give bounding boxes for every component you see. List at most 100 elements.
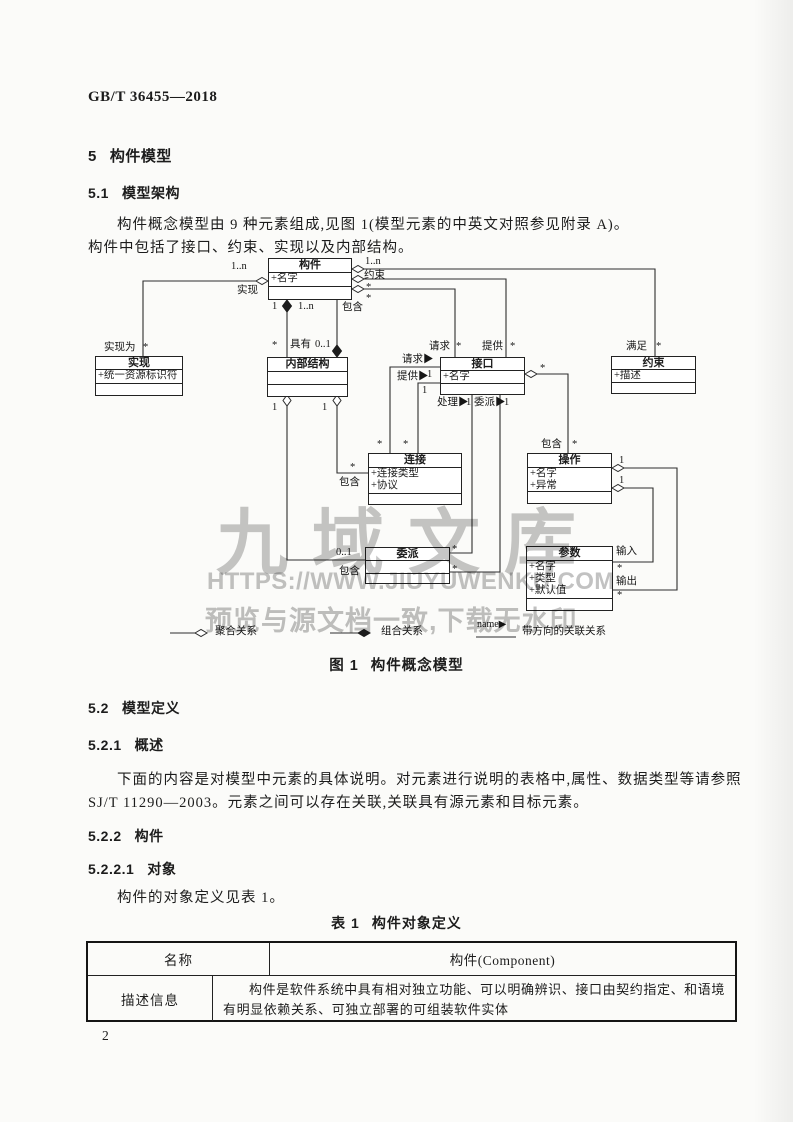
figure-label-intconn-one: 1 bbox=[322, 402, 328, 413]
rel-op-input-line bbox=[613, 487, 654, 563]
table-value-cell: 构件(Component) bbox=[449, 953, 556, 968]
figure-label-provide-top-name: 提供 bbox=[482, 341, 503, 352]
figure-label-opcontain-name: 包含 bbox=[541, 439, 562, 450]
figure-label-request-src-star: * bbox=[366, 293, 372, 304]
composition-diamond-icon bbox=[331, 344, 343, 358]
rel-int-contain-del-line bbox=[286, 406, 365, 561]
figure-label-param-out-name: 输出 bbox=[616, 576, 637, 587]
doc-code: GB/T 36455—2018 bbox=[88, 89, 218, 105]
paragraph-line: SJ/T 11290—2003。元素之间可以存在关联,关联具有源元素和目标元素。 bbox=[88, 795, 589, 811]
class-box-realization: 实现 +统一资源标识符 bbox=[95, 356, 183, 396]
class-title: 约束 bbox=[612, 357, 695, 370]
table-row: 描述信息 构件是软件系统中具有相对独立功能、可以明确辨识、接口由契约指定、和语境… bbox=[88, 976, 735, 1021]
class-empty-compartment bbox=[269, 287, 351, 299]
class-box-interface: 接口 +名字 bbox=[440, 357, 525, 395]
table-desc-line: 有明显依赖关系、可独立部署的可组装软件实体 bbox=[222, 1002, 509, 1017]
aggregation-diamond-icon bbox=[255, 276, 269, 286]
class-attr: +描述 bbox=[614, 370, 641, 381]
figure-label-delegate-name: 委派▶ bbox=[474, 397, 506, 408]
class-title: 连接 bbox=[369, 454, 461, 468]
rel-delegate-line bbox=[450, 395, 501, 573]
class-attr: +名字 bbox=[530, 468, 557, 479]
class-attr: +协议 bbox=[371, 480, 398, 491]
aggregation-diamond-icon bbox=[351, 284, 365, 294]
class-title: 操作 bbox=[528, 454, 611, 468]
figure-label-provide-top-star: * bbox=[510, 341, 516, 352]
rel-int-contain-conn-line bbox=[336, 406, 368, 474]
figure-label-legend-comp: 组合关系 bbox=[381, 626, 423, 637]
aggregation-diamond-icon bbox=[611, 483, 625, 493]
figure-label-has-mult: 0..1 bbox=[315, 339, 331, 350]
class-empty-compartment bbox=[528, 492, 611, 503]
figure-label-opin-one: 1 bbox=[619, 475, 625, 486]
class-title: 构件 bbox=[269, 259, 351, 273]
aggregation-diamond-icon bbox=[282, 394, 292, 407]
figure-label-provide-left-one: 1 bbox=[422, 385, 428, 396]
rel-constraint-line bbox=[364, 268, 656, 356]
class-attr: +统一资源标识符 bbox=[98, 370, 178, 381]
figure-label-legend-dirname: name▶ bbox=[477, 619, 507, 630]
class-title: 内部结构 bbox=[268, 358, 347, 372]
paragraph-line: 构件中包括了接口、约束、实现以及内部结构。 bbox=[88, 240, 414, 256]
figure-label-delcontain-name: 包含 bbox=[339, 566, 360, 577]
figure-label-realize-mult: 1..n bbox=[231, 261, 247, 272]
class-empty-compartment bbox=[441, 384, 524, 394]
rel-conn-provide-line bbox=[417, 382, 440, 453]
class-box-operation: 操作 +名字 +异常 bbox=[527, 453, 612, 504]
figure-label-request-left-one: 1 bbox=[427, 369, 433, 380]
figure-label-contain-comp-name: 包含 bbox=[342, 302, 363, 313]
class-attr: +名字 bbox=[271, 273, 298, 284]
class-title: 接口 bbox=[441, 358, 524, 371]
figure-label-realize-role: 实现为 bbox=[104, 342, 136, 353]
rel-iface-contain-op-line bbox=[537, 373, 569, 453]
class-attr: +类型 bbox=[529, 573, 556, 584]
figure-label-satisfy-star: * bbox=[656, 341, 662, 352]
figure-label-legend-agg: 聚合关系 bbox=[215, 626, 257, 637]
class-empty-compartment bbox=[369, 494, 461, 504]
figure-label-legend-dir: 带方向的关联关系 bbox=[522, 626, 606, 637]
figure-label-connreq-star: * bbox=[377, 439, 383, 450]
figure-label-deldelegate-star: * bbox=[452, 564, 458, 575]
figure-label-conncontain-star: * bbox=[350, 462, 356, 473]
figure-label-conncontain-name: 包含 bbox=[339, 477, 360, 488]
aggregation-diamond-icon bbox=[351, 264, 365, 274]
rel-realize-line bbox=[142, 280, 256, 356]
aggregation-diamond-icon bbox=[332, 394, 342, 407]
paragraph-line: 构件的对象定义见表 1。 bbox=[117, 890, 285, 906]
figure-label-handle-one: 1 bbox=[466, 397, 472, 408]
table-value-cell: 构件是软件系统中具有相对独立功能、可以明确辨识、接口由契约指定、和语境 有明显依… bbox=[213, 976, 735, 1021]
paragraph-line: 构件概念模型由 9 种元素组成,见图 1(模型元素的中英文对照参见附录 A)。 bbox=[117, 217, 630, 233]
rel-handle-line bbox=[450, 395, 473, 554]
figure-label-constr-mult: 1..n bbox=[365, 256, 381, 267]
class-box-internal-structure: 内部结构 bbox=[267, 357, 348, 397]
table-row: 名称 构件(Component) bbox=[88, 943, 735, 976]
figure-label-opcontain-star: * bbox=[572, 439, 578, 450]
figure-label-request-top-star: * bbox=[456, 341, 462, 352]
composition-diamond-icon bbox=[281, 299, 293, 313]
class-empty-compartment bbox=[96, 384, 182, 395]
figure-label-opout-one: 1 bbox=[619, 455, 625, 466]
figure-label-satisfy-name: 满足 bbox=[626, 341, 647, 352]
class-box-parameter: 参数 +名字 +类型 +默认值 bbox=[526, 546, 613, 611]
scan-edge-shadow bbox=[753, 0, 793, 1122]
class-attr: +默认值 bbox=[529, 585, 567, 596]
class-empty-compartment bbox=[268, 385, 347, 396]
rel-request-line bbox=[364, 288, 456, 357]
table-header-cell: 描述信息 bbox=[88, 976, 213, 1021]
class-box-component: 构件 +名字 bbox=[268, 258, 352, 300]
rel-op-output-line bbox=[613, 467, 678, 591]
class-attr: +连接类型 bbox=[371, 468, 419, 479]
figure-label-opcontain-src-star: * bbox=[540, 363, 546, 374]
class-box-delegation: 委派 bbox=[365, 547, 450, 584]
class-title: 参数 bbox=[527, 547, 612, 561]
class-attr: +名字 bbox=[443, 371, 470, 382]
table-desc-line: 构件是软件系统中具有相对独立功能、可以明确辨识、接口由契约指定、和语境 bbox=[248, 982, 725, 997]
